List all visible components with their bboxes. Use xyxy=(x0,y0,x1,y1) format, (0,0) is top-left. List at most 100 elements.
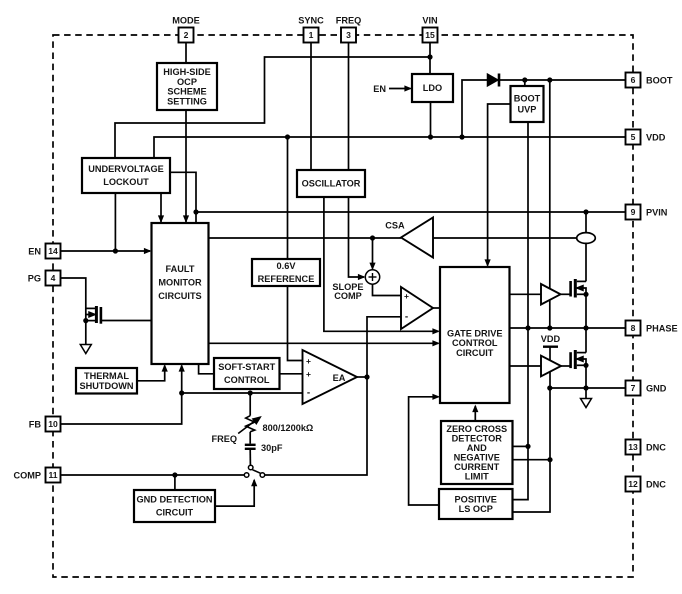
amp-sign-1: + xyxy=(306,369,311,379)
pin-label-fb-10: FB xyxy=(29,419,42,429)
amp-sign-2: - xyxy=(307,388,310,399)
pin-number-1: 1 xyxy=(309,30,314,40)
hs-fet-body-arrow xyxy=(574,284,584,292)
pin-number-10: 10 xyxy=(48,419,58,429)
freq-resistor-label: FREQ xyxy=(211,434,237,444)
pin-pvin-9 xyxy=(624,203,642,221)
block-label-zero-cross-detector-0: ZERO CROSS xyxy=(446,424,507,434)
pin-label-freq: FREQ xyxy=(336,16,362,26)
pin-number-3: 3 xyxy=(346,30,351,40)
junction-dot-19 xyxy=(364,374,370,380)
wire-gnd-detect-to-switch xyxy=(215,480,256,507)
wire-reference-to-ea xyxy=(286,286,303,362)
pin-freq-3 xyxy=(340,26,357,44)
block-label-zero-cross-detector-5: LIMIT xyxy=(465,471,489,481)
junction-dot-1 xyxy=(284,134,291,140)
block-label-undervoltage-lockout-1: LOCKOUT xyxy=(103,177,149,187)
junction-dot-7 xyxy=(193,209,199,215)
pin-label-comp-11: COMP xyxy=(13,470,41,480)
block-label-zero-cross-detector-3: NEGATIVE xyxy=(454,452,500,462)
low-side-driver xyxy=(540,354,564,378)
switch-contact-left xyxy=(243,471,250,479)
junction-dot-15 xyxy=(547,385,553,391)
block-gate-drive-control-circuit xyxy=(438,265,511,405)
fault-gate-arrow xyxy=(432,340,440,347)
junction-dot-18 xyxy=(547,457,553,463)
pwm-comparator xyxy=(400,285,435,331)
pin-dnc-12 xyxy=(624,475,642,493)
junction-dot-10 xyxy=(525,325,531,331)
thermal-fault-arrow xyxy=(161,364,168,372)
junction-dot-13 xyxy=(583,291,589,297)
pin-label-phase-8: PHASE xyxy=(646,323,678,333)
block-high-side-ocp-scheme-setting xyxy=(155,61,219,112)
wire-boot-uvp-to-gate-drive xyxy=(486,103,511,266)
block-label-thermal-shutdown-0: THERMAL xyxy=(84,371,129,381)
pin-number-14: 14 xyxy=(48,246,58,256)
block-thermal-shutdown xyxy=(74,366,139,395)
slope-comp-label-1: SLOPE xyxy=(332,282,363,292)
block-label-boot-uvp-1: UVP xyxy=(518,105,537,115)
pin-number-13: 13 xyxy=(628,442,638,452)
wire-pg-line xyxy=(60,277,87,345)
junction-dot-8 xyxy=(583,209,589,215)
junction-dot-2 xyxy=(427,134,434,140)
mode-fault-arrow xyxy=(182,215,190,223)
block-undervoltage-lockout xyxy=(80,156,172,195)
pin-label-dnc-13: DNC xyxy=(646,442,666,452)
wire-vdd-rail xyxy=(153,136,626,158)
resistor-arrowhead xyxy=(251,416,262,426)
block-zero-cross-detector xyxy=(439,419,514,486)
amp-sign-0: + xyxy=(306,356,311,366)
pin-number-9: 9 xyxy=(631,207,636,217)
pin-mode-2 xyxy=(177,26,195,44)
fb-fault-arrow xyxy=(178,364,185,372)
block-label-high-side-ocp-scheme-setting-2: SCHEME xyxy=(167,87,206,97)
wire-osc-to-gate-drive xyxy=(323,197,439,333)
junction-dot-0 xyxy=(427,54,433,60)
pin-number-2: 2 xyxy=(184,30,189,40)
csa-label: CSA xyxy=(385,221,405,231)
pin-en-14 xyxy=(44,242,62,260)
boot-diode xyxy=(486,72,500,88)
wire-summer-to-comparator xyxy=(371,284,401,297)
block-label-gate-drive-control-circuit-2: CIRCUIT xyxy=(456,348,494,358)
resistor-arrow-shaft xyxy=(237,418,257,435)
bootuvp-gate-arrow xyxy=(484,259,491,267)
en-net-label: EN xyxy=(373,84,386,94)
junction-dot-12 xyxy=(583,325,589,331)
pin-number-8: 8 xyxy=(631,323,636,333)
junction-dot-5 xyxy=(547,77,553,83)
pin-gnd-7 xyxy=(624,379,642,397)
pin-boot-6 xyxy=(624,71,642,89)
wire-vin-to-uvl xyxy=(114,56,430,158)
block-label-zero-cross-detector-2: AND xyxy=(467,443,487,453)
osc-summer-arrow xyxy=(357,273,366,281)
wire-osc-ramp-to-summer xyxy=(347,197,364,278)
pin-fb-10 xyxy=(44,415,62,433)
wire-uvl-right-to-fault xyxy=(170,171,197,223)
pin-number-4: 4 xyxy=(51,273,56,283)
block-label-reference-0v6-1: REFERENCE xyxy=(258,274,315,284)
block-label-high-side-ocp-scheme-setting-1: OCP xyxy=(177,77,197,87)
pin-number-12: 12 xyxy=(628,479,638,489)
pin-label-pg-4: PG xyxy=(28,273,41,283)
block-label-soft-start-control-1: CONTROL xyxy=(224,375,270,385)
junction-dot-16 xyxy=(583,385,589,391)
pin-sync-1 xyxy=(302,26,320,44)
pin-label-mode: MODE xyxy=(172,16,200,26)
block-label-positive-ls-ocp-0: POSITIVE xyxy=(455,494,497,504)
junction-dot-21 xyxy=(247,390,253,396)
block-label-fault-monitor-circuits-1: MONITOR xyxy=(158,278,202,288)
amp-sign-3: + xyxy=(404,291,409,301)
ocp-gate-arrow xyxy=(432,393,440,400)
block-label-oscillator-0: OSCILLATOR xyxy=(302,179,361,189)
block-label-positive-ls-ocp-1: LS OCP xyxy=(459,504,493,514)
pin-comp-11 xyxy=(44,466,62,484)
zerocross-gate-arrow xyxy=(472,404,479,413)
block-label-zero-cross-detector-4: CURRENT xyxy=(454,462,499,472)
osc-gate-arrow xyxy=(432,328,440,335)
en-fault-arrow xyxy=(143,247,152,255)
